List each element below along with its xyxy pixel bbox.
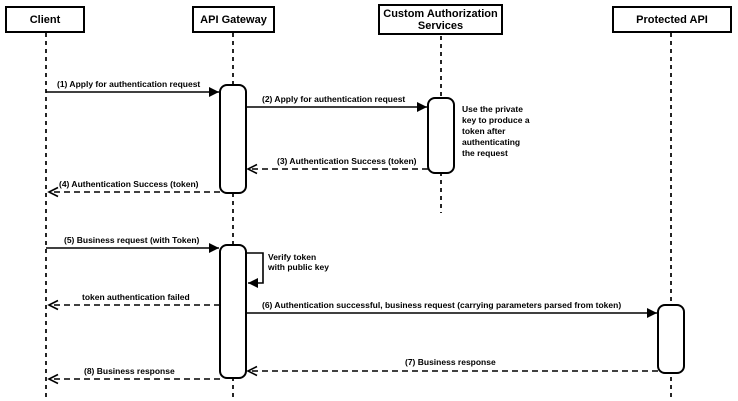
actor-protected-api-label: Protected API — [636, 13, 708, 26]
note-private-key: Use the private key to produce a token a… — [462, 104, 530, 158]
activation-bar-custom-authorization-services — [427, 97, 455, 174]
arrow-self-verify-token — [246, 252, 264, 288]
actor-protected-api: Protected API — [612, 6, 732, 33]
actor-custom-authorization-services-label: Custom Authorization Services — [383, 7, 498, 32]
message-1-label: (1) Apply for authentication request — [57, 79, 201, 89]
message-7-label: (7) Business response — [405, 357, 496, 367]
message-token-auth-failed-label: token authentication failed — [82, 292, 190, 302]
actor-api-gateway: API Gateway — [192, 6, 275, 33]
activation-bar-api-gateway-auth — [219, 84, 247, 194]
message-4-label: (4) Authentication Success (token) — [59, 179, 199, 189]
actor-api-gateway-label: API Gateway — [200, 13, 267, 26]
message-8-label: (8) Business response — [84, 366, 175, 376]
actor-custom-authorization-services: Custom Authorization Services — [378, 4, 503, 35]
message-6-label: (6) Authentication successful, business … — [262, 300, 622, 310]
message-5-label: (5) Business request (with Token) — [64, 235, 200, 245]
actor-client-label: Client — [29, 13, 61, 26]
self-message-verify-token-label: Verify token with public key — [268, 252, 329, 272]
activation-bar-api-gateway-business — [219, 244, 247, 379]
message-2-label: (2) Apply for authentication request — [262, 94, 406, 104]
message-3-label: (3) Authentication Success (token) — [277, 156, 417, 166]
activation-bar-protected-api — [657, 304, 685, 374]
actor-client: Client — [5, 6, 85, 33]
